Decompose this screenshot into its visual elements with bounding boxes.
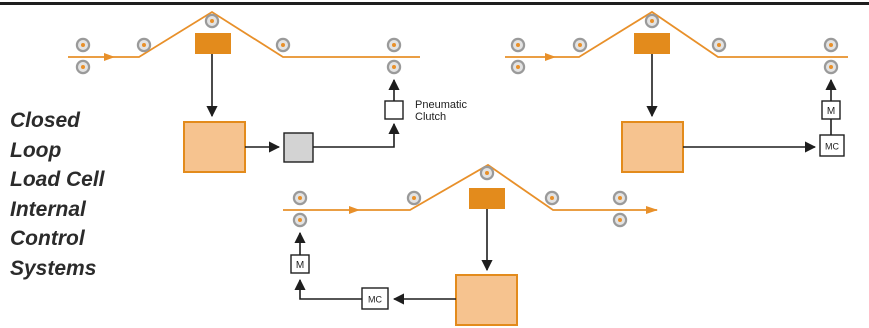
idler-roller-icon (711, 37, 727, 53)
idler-roller-icon (479, 165, 495, 181)
signal-arrow (294, 278, 362, 300)
idler-roller-icon (386, 59, 402, 75)
web-direction-arrow (104, 53, 115, 61)
title-line: Systems (10, 256, 97, 280)
web-direction-arrow (349, 206, 360, 214)
idler-roller-icon (823, 37, 839, 53)
idler-roller-icon (292, 212, 308, 228)
idler-roller-icon (386, 37, 402, 53)
idler-roller-icon (136, 37, 152, 53)
motor-controller-label: MC (368, 295, 382, 305)
converter-box (283, 132, 314, 163)
title-line: Control (10, 227, 85, 250)
idler-roller-icon (544, 190, 560, 206)
tension-controller (621, 121, 684, 173)
motor-label: M (296, 260, 304, 271)
idler-roller-icon (406, 190, 422, 206)
idler-roller-icon (75, 37, 91, 53)
title-line: Closed (10, 109, 81, 132)
idler-roller-icon (510, 59, 526, 75)
idler-roller-icon (204, 13, 220, 29)
web-direction-arrow (646, 206, 658, 214)
title-line: Loop (10, 138, 62, 162)
diagram-title: Closed Loop Load Cell Internal Control S… (10, 106, 105, 283)
idler-roller-icon (644, 13, 660, 29)
idler-roller-icon (75, 59, 91, 75)
idler-roller-icon (612, 212, 628, 228)
load-cell-icon (634, 33, 670, 54)
system-motor-top: MC M (505, 10, 848, 173)
tension-controller (455, 274, 518, 326)
system-pneumatic-clutch: Pneumatic Clutch (68, 10, 470, 173)
idler-roller-icon (510, 37, 526, 53)
web-direction-arrow (545, 53, 556, 61)
idler-roller-icon (292, 190, 308, 206)
idler-roller-icon (612, 190, 628, 206)
load-cell-icon (195, 33, 231, 54)
idler-roller-icon (275, 37, 291, 53)
tension-controller (183, 121, 246, 173)
motor-controller-label: MC (825, 142, 839, 152)
web-path (68, 10, 420, 58)
load-cell-icon (469, 188, 505, 209)
motor-label: M (827, 106, 835, 117)
pneumatic-clutch-label: Pneumatic Clutch (415, 99, 470, 123)
web-path (283, 163, 657, 211)
title-line: Internal (10, 197, 86, 221)
system-motor-bottom: MC M (283, 163, 658, 326)
pneumatic-clutch-box (384, 100, 404, 120)
signal-arrow (313, 122, 400, 148)
motor-controller-box (819, 134, 845, 157)
idler-roller-icon (572, 37, 588, 53)
title-line: Load Cell (10, 168, 105, 191)
idler-roller-icon (823, 59, 839, 75)
web-path (505, 10, 848, 58)
